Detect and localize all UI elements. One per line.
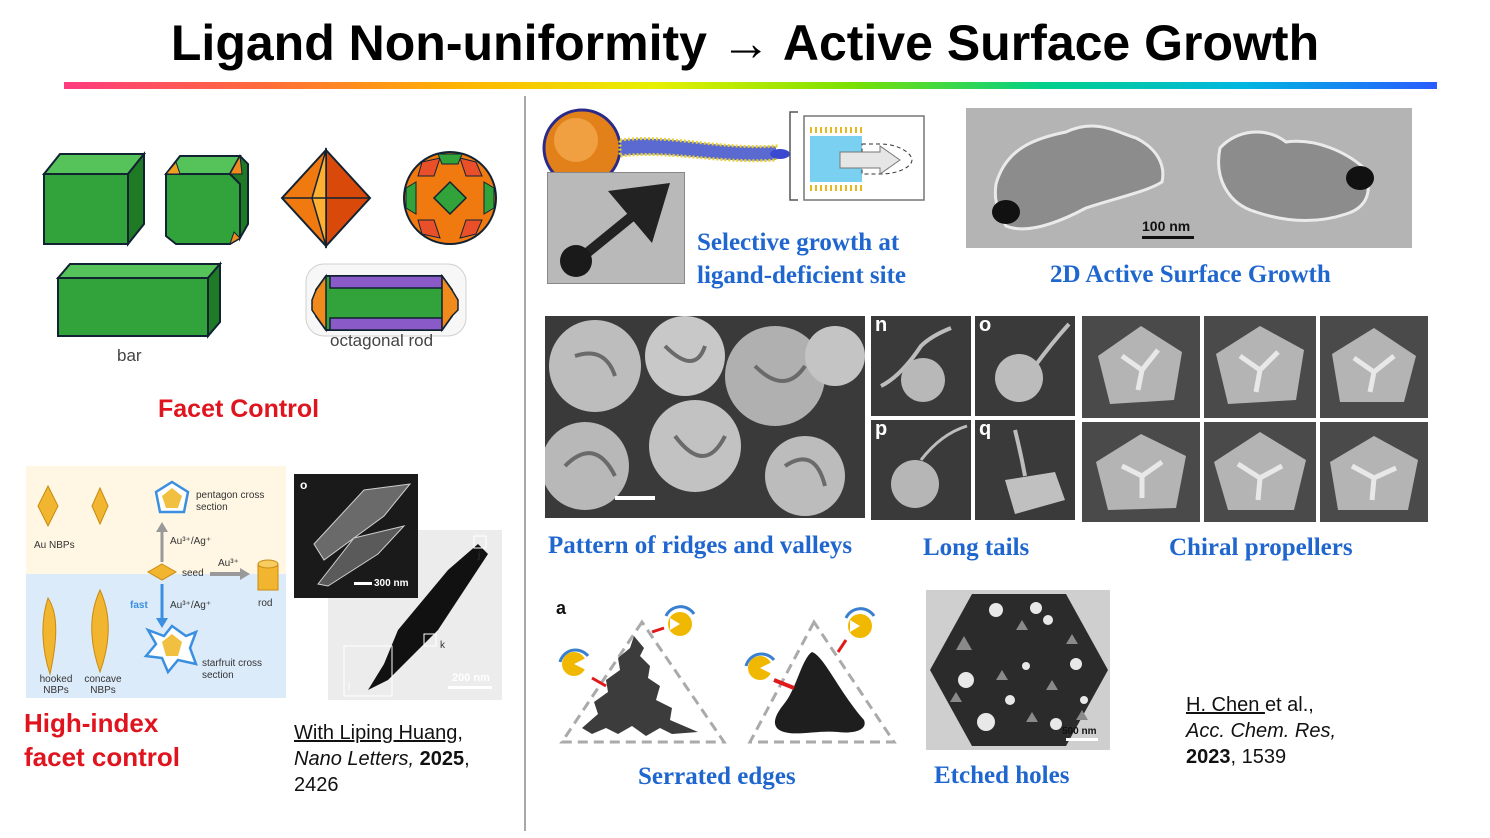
label-o: o [979,314,992,336]
serrated-caption: Serrated edges [638,763,796,790]
nbp-diagram-graphics [37,480,279,676]
tail-panel-p: p [871,418,971,520]
cube-shape [41,151,147,247]
active-2d-tem: 100 nm [966,108,1412,248]
label-n: n [875,314,888,336]
tem-dark-field: o 300 nm [294,474,418,598]
truncated-octahedron-shape [403,151,497,245]
truncated-cube-shape [163,154,249,246]
rod-label: rod [258,598,273,609]
au-ag-bottom-label: Au³⁺/Ag⁺ [170,600,212,611]
octagonal-rod-shape [305,263,467,337]
tails-caption: Long tails [923,534,1030,561]
selective-growth-schematic [542,108,925,201]
label-l: l [348,682,351,693]
hooked-nbps-label: hooked NBPs [39,674,73,696]
left-ref-journal: Nano Letters, [294,748,415,770]
au-ag-top-label: Au³⁺/Ag⁺ [170,536,212,547]
octagonal-rod-label: octagonal rod [330,331,434,350]
scale-300nm: 300 nm [374,578,409,589]
scale-500nm: 500 nm [1062,726,1097,737]
selective-growth-tem [547,172,685,284]
ridges-caption: Pattern of ridges and valleys [548,532,853,559]
right-ref-etal: et al., [1264,694,1314,716]
high-index-line2: facet control [24,742,181,772]
etched-caption: Etched holes [934,762,1070,789]
bar-label: bar [117,346,142,365]
high-index-heading: High-index facet control [24,706,180,774]
serrated-edges-figure [558,605,897,744]
ridges-sem [545,316,865,518]
right-ref-year: 2023 [1186,746,1231,768]
au3-label: Au³⁺ [218,558,239,569]
selective-growth-caption: Selective growth at ligand-deficient sit… [697,226,906,292]
left-ref-line1: With Liping Huang, [294,722,463,744]
fast-label: fast [130,600,148,611]
nbp-diagram: Au NBPs pentagon cross section Au³⁺/Ag⁺ … [26,466,286,698]
label-o-tem: o [300,478,308,492]
active-2d-caption: 2D Active Surface Growth [1050,261,1331,288]
octahedron-shape [280,147,372,249]
selective-caption-line1: Selective growth at [697,229,900,256]
right-ref-journal: Acc. Chem. Res, [1186,720,1337,742]
rainbow-underline [64,82,1437,89]
left-ref-year: 2025 [419,748,465,770]
scale-200nm: 200 nm [452,672,490,684]
pentagon-label: pentagon cross section [196,490,265,513]
right-ref-author: H. Chen [1186,694,1265,716]
right-ref-page: , 1539 [1230,746,1287,768]
tail-panel-q: q [975,418,1075,520]
slide-title: Ligand Non-uniformity → Active Surface G… [170,15,1320,71]
scale-100nm: 100 nm [1142,218,1191,234]
high-index-line1: High-index [24,708,159,738]
label-k: k [440,640,445,651]
selective-caption-line2: ligand-deficient site [697,262,907,289]
facet-control-heading: Facet Control [158,395,320,423]
chiral-propellers-sem [1082,316,1428,522]
au-nbps-label: Au NBPs [34,540,75,551]
starfruit-label: starfruit cross section [202,658,263,681]
etched-holes-tem: 500 nm [926,590,1110,750]
crystal-shapes-figure [41,147,497,339]
label-p: p [875,418,888,440]
vertical-divider [524,96,526,831]
bar-shape [55,261,223,339]
label-q: q [979,418,992,440]
left-reference: With Liping Huang, Nano Letters, 2025, 2… [294,722,470,796]
label-a: a [556,598,567,618]
chiral-caption: Chiral propellers [1169,534,1353,561]
seed-label: seed [182,568,204,579]
label-j: j [478,550,481,561]
left-ref-page: 2426 [294,774,339,796]
concave-nbps-label: concave NBPs [84,674,122,696]
tail-panel-o: o [975,314,1075,416]
right-reference: H. Chen et al., Acc. Chem. Res, 2023, 15… [1186,692,1336,770]
tail-panel-n: n [871,314,971,416]
